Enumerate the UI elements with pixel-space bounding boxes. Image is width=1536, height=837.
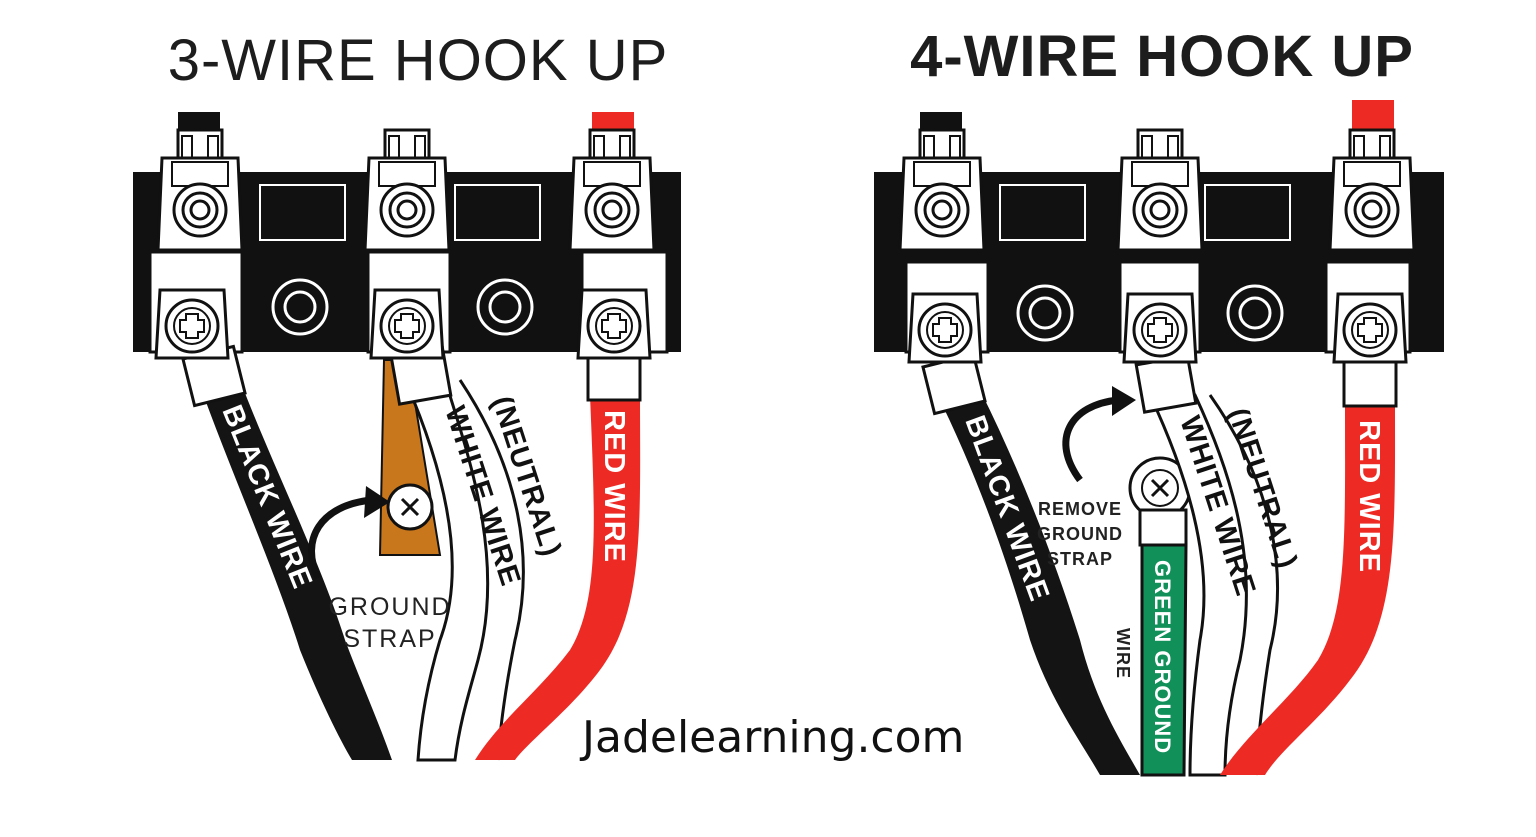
lug-screw xyxy=(1122,292,1198,364)
ground-strap-label-line2: STRAP xyxy=(343,625,436,653)
neutral-terminal xyxy=(363,128,451,252)
three-wire-title: 3-WIRE HOOK UP xyxy=(168,28,669,93)
four-wire-title: 4-WIRE HOOK UP xyxy=(910,24,1414,89)
terminal-screw xyxy=(1226,284,1284,342)
lug-screw xyxy=(154,288,230,360)
green-wire-label-2: WIRE xyxy=(1113,628,1133,679)
neutral-terminal xyxy=(1116,128,1204,252)
lug-screw xyxy=(907,292,983,364)
red-wire-label: RED WIRE xyxy=(1353,420,1385,573)
white-wire xyxy=(1147,393,1248,777)
line-terminal-red xyxy=(568,128,656,252)
four-wire-diagram: 4-WIRE HOOK UP BLACK WIRE GREEN GROUND xyxy=(874,24,1444,777)
line-terminal-red xyxy=(1328,128,1416,252)
green-wire-label: GREEN GROUND xyxy=(1150,560,1175,754)
black-wire-label: BLACK WIRE xyxy=(216,401,319,594)
red-wire xyxy=(1220,400,1396,775)
terminal-screw xyxy=(271,278,329,336)
lug-screw xyxy=(1332,292,1408,364)
remove-strap-label-line3: STRAP xyxy=(1047,549,1113,569)
white-wire xyxy=(402,378,490,762)
arrow-icon xyxy=(1062,396,1119,483)
black-wire xyxy=(198,380,392,760)
lug-screw xyxy=(369,288,445,360)
arrow-icon xyxy=(308,496,373,580)
lug-screw xyxy=(576,288,652,360)
ground-strap-label-line1: GROUND xyxy=(328,593,451,621)
terminal-screw xyxy=(476,278,534,336)
source-credit: Jadelearning.com xyxy=(582,712,965,763)
red-wire xyxy=(475,395,641,760)
terminal-screw xyxy=(1016,284,1074,342)
remove-strap-label-line2: GROUND xyxy=(1037,524,1123,544)
three-wire-diagram: 3-WIRE HOOK UP BLACK WIRE xyxy=(133,28,681,762)
remove-strap-label-line1: REMOVE xyxy=(1038,499,1122,519)
line-terminal-black xyxy=(156,128,244,252)
line-terminal-black xyxy=(898,128,986,252)
black-wire xyxy=(935,390,1140,775)
red-wire-label: RED WIRE xyxy=(598,410,630,563)
